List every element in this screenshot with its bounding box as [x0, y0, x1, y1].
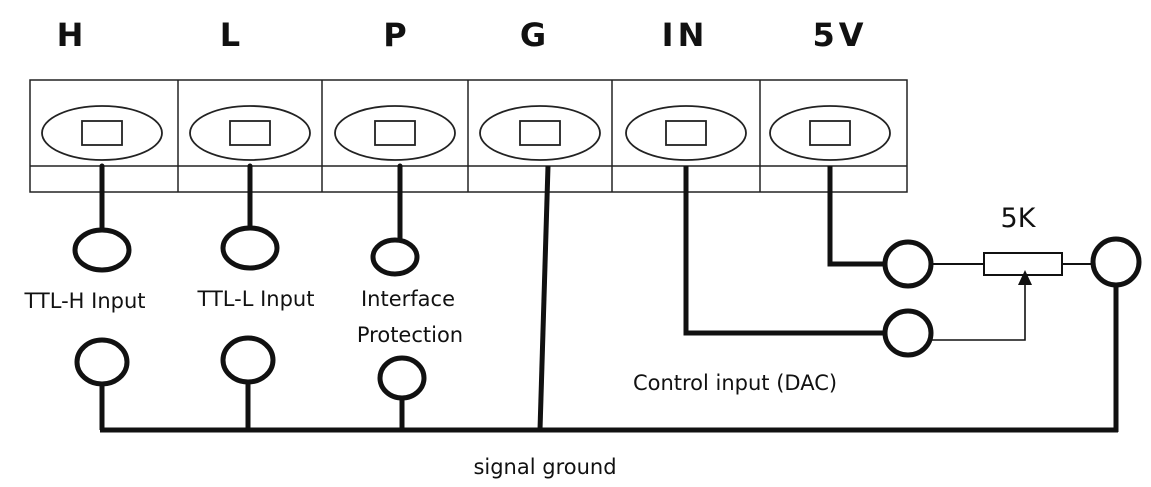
screw-terminal-in	[625, 105, 747, 161]
caption-interface-line2: Protection	[357, 323, 463, 347]
caption-control-input: Control input (DAC)	[633, 371, 837, 395]
terminal-label-5v: 5V	[812, 16, 867, 54]
5v-wire	[827, 166, 886, 267]
caption-signal-ground: signal ground	[473, 455, 616, 479]
screw-terminal-g	[479, 105, 601, 161]
ring-interface	[370, 237, 420, 277]
ring-ttl-l	[220, 225, 280, 271]
ground-ring-l	[220, 335, 276, 385]
caption-interface-line1: Interface	[361, 287, 455, 311]
terminal-label-in: IN	[662, 16, 709, 54]
screw-terminal-p	[334, 105, 456, 161]
terminal-wires	[99, 163, 403, 243]
terminal-label-h: H	[57, 16, 84, 54]
terminal-block	[29, 79, 908, 193]
screw-terminal-h	[41, 105, 163, 161]
signal-ground-bus	[99, 165, 1119, 433]
potentiometer-value-label: 5K	[1001, 203, 1037, 234]
ring-5v-pot	[882, 239, 934, 289]
terminal-label-l: L	[220, 16, 240, 54]
terminal-label-g: G	[520, 16, 546, 54]
ground-ring-h	[74, 337, 130, 387]
potentiometer	[931, 252, 1093, 341]
input-rings	[72, 225, 420, 277]
ring-pot-ground	[1090, 236, 1142, 288]
screw-terminal-l	[189, 105, 311, 161]
caption-ttl-h: TTL-H Input	[23, 289, 145, 313]
in-wire	[683, 166, 886, 336]
screw-terminal-5v	[769, 105, 891, 161]
ground-rings	[74, 335, 427, 401]
ring-control-input	[882, 308, 934, 358]
ring-ttl-h	[72, 227, 132, 273]
ground-ring-p	[377, 355, 427, 401]
terminal-label-p: P	[383, 16, 406, 54]
caption-ttl-l: TTL-L Input	[197, 287, 315, 311]
